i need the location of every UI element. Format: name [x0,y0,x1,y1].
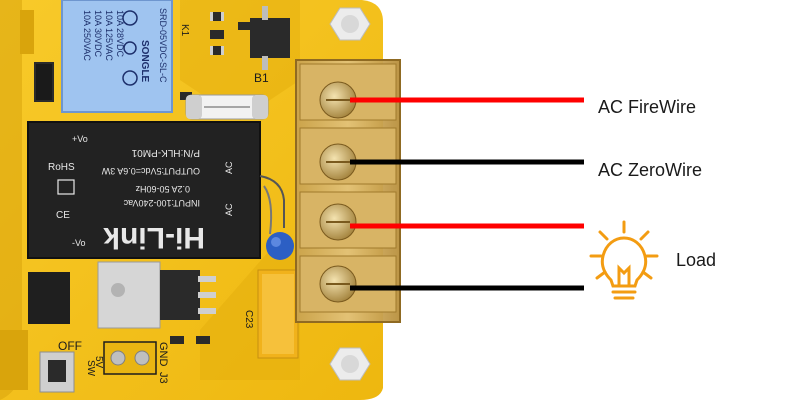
glass-fuse [185,94,269,120]
pin-header-j3 [103,341,157,375]
zero-wire-label: AC ZeroWire [598,160,703,180]
module-input-freq: 0.2A 50-60Hz [135,184,190,194]
module-ac-bottom: AC [224,203,234,216]
smd-components [180,12,250,100]
smd-resistor [196,336,210,344]
module-brand: Hi-Link [103,221,205,254]
off-label: OFF [58,339,82,353]
bridge-rectifier [250,6,290,70]
light-bulb-icon [589,220,659,300]
module-ac-top: AC [224,161,234,174]
module-pin-wires [259,175,285,235]
bridge-label: B1 [254,71,269,85]
mounting-holes [329,7,371,381]
relay-line2: 10A 30VDC [93,10,103,58]
slide-switch [39,351,75,393]
smd-resistor [170,336,184,344]
gnd-label: GND [157,342,169,367]
hlk-power-module: P/N:HLK-PM01 OUTPUT:5Vdc=0.6A 3W 0.2A 50… [27,121,261,259]
module-part-number: P/N:HLK-PM01 [131,147,200,158]
relay-line4: 10A 28VDC [115,10,125,58]
five-v-label: 5V [93,356,104,369]
module-output: OUTPUT:5Vdc=0.6A 3W [101,166,200,176]
voltage-regulator [97,261,216,329]
wires [350,97,584,291]
j3-label: J3 [157,372,169,384]
relay-model: SRD-05VDC-SL-C [158,8,168,83]
sw-label: SW [85,360,96,377]
module-vo-minus: -Vo [72,238,86,248]
screw-terminal-block [295,59,401,323]
blue-varistor [266,232,294,260]
relay-component: 10A 250VAC 10A 30VDC 10A 125VAC 10A 28VD… [61,0,173,113]
relay-ref-label: K1 [179,24,190,37]
bottom-left-connector [0,272,70,390]
module-ce: CE [56,210,70,221]
relay-line3: 10A 125VAC [104,10,114,61]
yellow-capacitor [257,269,299,359]
relay-brand: SONGLE [139,40,150,83]
load-label: Load [676,250,717,270]
fire-wire-label: AC FireWire [598,97,696,117]
cap-label: C23 [243,310,254,329]
relay-line1: 10A 250VAC [82,10,92,61]
module-rohs: RoHS [48,162,75,173]
header-pins [20,10,54,102]
module-vo-plus: +Vo [72,134,88,144]
module-input: INPUT:100-240Vac [123,198,200,208]
